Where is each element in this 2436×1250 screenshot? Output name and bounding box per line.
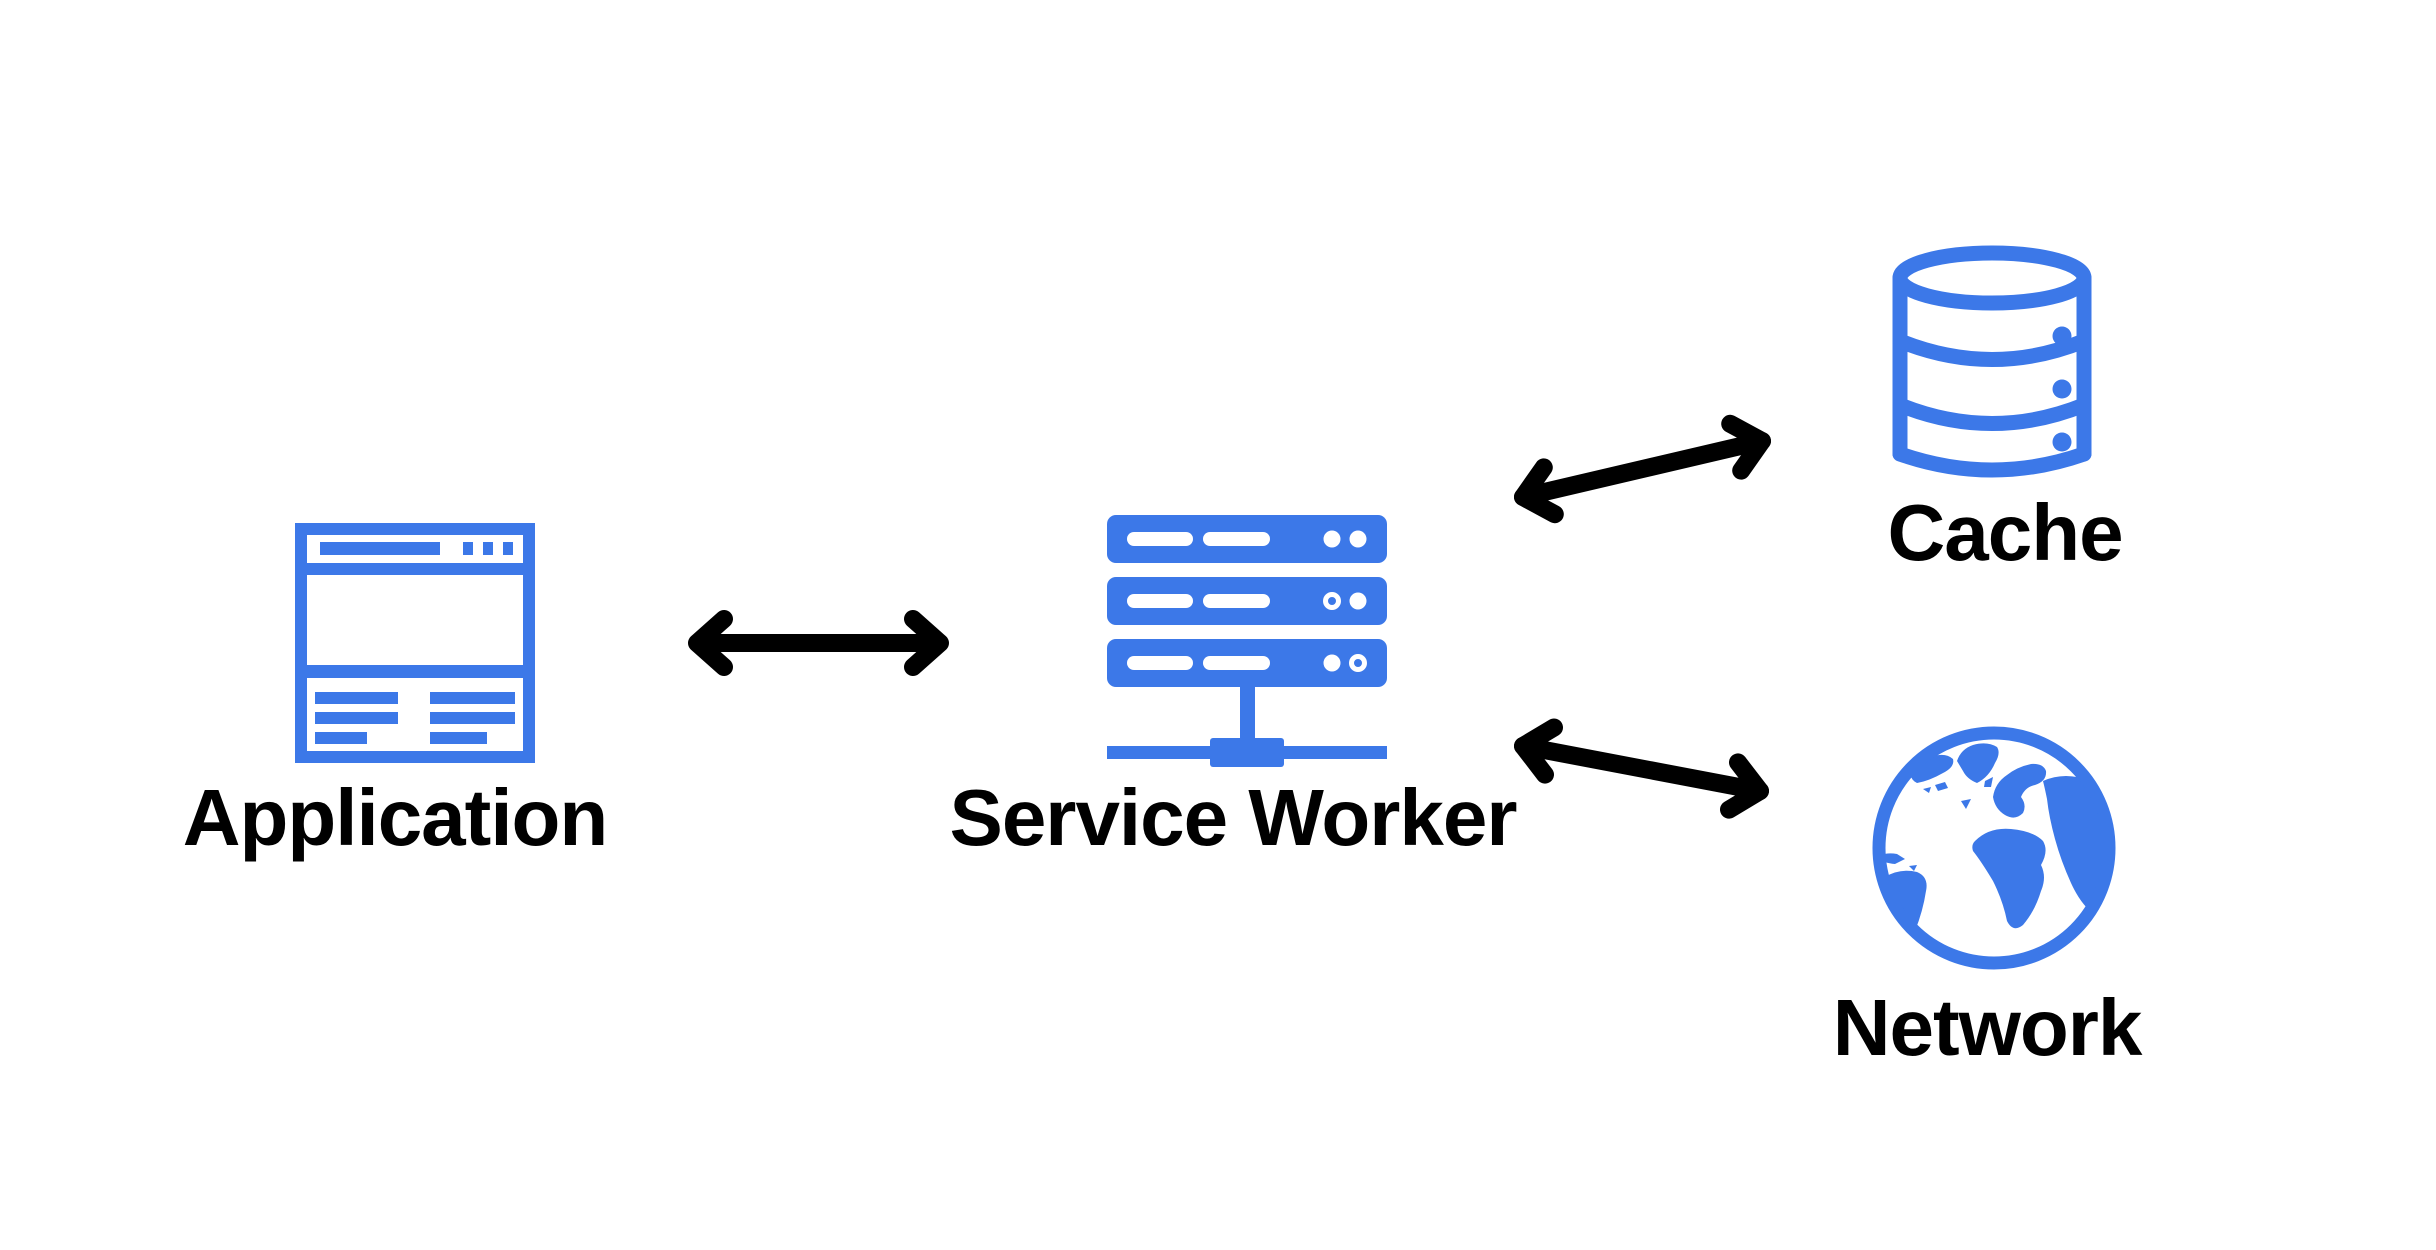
arrow-service-worker-cache [1514, 414, 1771, 524]
globe-icon [1872, 726, 2116, 970]
server-stack-icon [1107, 515, 1387, 767]
database-cylinder-icon [1892, 245, 2092, 478]
cache-label: Cache [1887, 488, 2123, 577]
network-label: Network [1832, 983, 2143, 1072]
application-label: Application [182, 773, 609, 862]
arrow-application-service-worker [688, 610, 949, 676]
arrow-service-worker-network [1514, 718, 1769, 819]
service-worker-label: Service Worker [949, 773, 1517, 862]
browser-window-icon [295, 523, 535, 763]
